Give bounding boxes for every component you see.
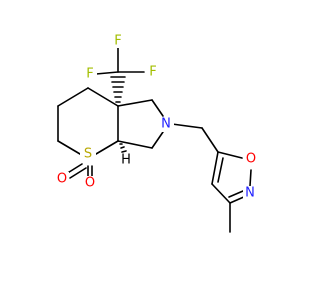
bond-c4a-c4 [87,87,119,107]
molecule-structure-diagram: F F F N S O O H O N [55,33,259,233]
bond-c2-s [57,140,81,155]
atom-o-sulfone-left: O [57,172,67,187]
bond-c4-c5-b [217,157,224,183]
bond-s-c7a [95,140,119,155]
hashed-bond-h [119,143,127,153]
bond-c4-c5-a [211,151,219,185]
bond-s-o-left-b [69,167,87,179]
atom-h-stereo: H [121,153,131,168]
bond-n-c7 [151,131,164,149]
bond-c4a-c5 [117,99,153,107]
bond-n-c3-b [228,190,244,198]
atom-f-right: F [149,65,156,80]
atom-f-top: F [114,34,121,49]
molecule-svg: F F F N S O O H O N [55,33,259,233]
atom-f-left: F [86,67,93,82]
bond-o-n [249,169,252,187]
bonds [57,47,252,233]
bond-n-ch2 [171,123,203,129]
atom-labels: F F F N S O O H O N [55,34,259,201]
atom-n-isoxazole: N [245,186,255,201]
bond-c7-c7a [117,140,153,149]
bond-c3-c4 [211,183,231,204]
bond-c4-c3 [57,87,89,107]
hashed-wedge-bond [110,76,126,103]
bond-ch2-c5iso [201,127,219,153]
bond-c5-n [151,99,164,117]
bond-c-fleft [95,71,119,75]
atom-n-ring: N [161,117,171,132]
atom-o-sulfone-right: O [85,176,95,191]
atom-s: S [84,147,92,162]
bond-c5iso-o [217,151,243,159]
atom-o-isoxazole: O [246,152,256,167]
